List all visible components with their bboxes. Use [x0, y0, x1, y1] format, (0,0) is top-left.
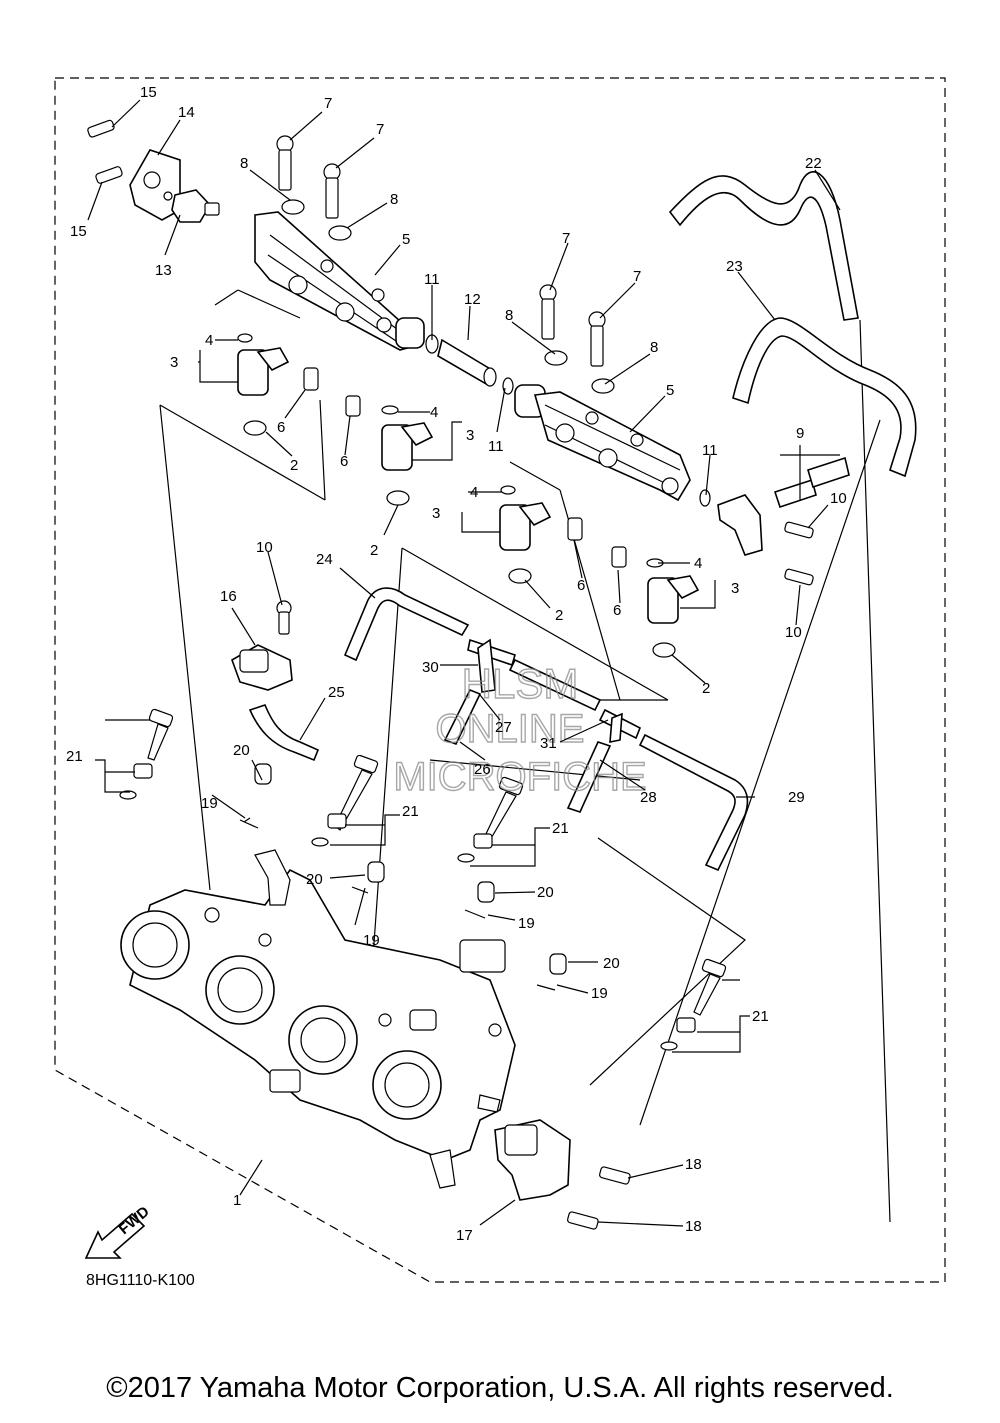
callout: 10: [785, 624, 802, 641]
callout: 2: [555, 607, 563, 624]
callout: 28: [640, 789, 657, 806]
callout: 2: [370, 542, 378, 559]
injector-group-bracket-right: [369, 461, 669, 1001]
assembly-boundary-dashed: [54, 77, 946, 1283]
callout: 31: [540, 735, 557, 752]
callout: 19: [591, 985, 608, 1002]
callout: 22: [805, 155, 822, 172]
callout: 27: [495, 719, 512, 736]
joint-pipe-12: [425, 334, 514, 395]
injector-group-bracket-left: [159, 289, 326, 891]
hose-25: [248, 704, 320, 762]
callout: 4: [694, 555, 702, 572]
callout: 20: [306, 871, 323, 888]
callout: 14: [178, 104, 195, 121]
callout: 11: [702, 442, 718, 459]
callout: 6: [277, 419, 285, 436]
fuel-rail-upper: [254, 211, 425, 351]
leader-lines: [87, 99, 841, 1227]
callout: 5: [402, 231, 410, 248]
callout-labels: 15 14 15 13 7 7 8 8 5 11 12 4 3 6 2 6 4 …: [66, 84, 847, 1244]
watermark-line1: HLSM: [462, 660, 579, 707]
callout: 4: [205, 332, 213, 349]
callout: 17: [456, 1227, 473, 1244]
fwd-arrow-icon: FWD: [84, 1203, 153, 1259]
callout: 6: [613, 602, 621, 619]
callout: 19: [518, 915, 535, 932]
callout: 19: [201, 795, 218, 812]
watermark-line3: MICROFICHE: [393, 755, 646, 799]
callout: 10: [830, 490, 847, 507]
callout: 4: [470, 484, 478, 501]
callout: 25: [328, 684, 345, 701]
callout: 15: [140, 84, 157, 101]
hose-24: [343, 587, 470, 662]
callout: 20: [233, 742, 250, 759]
callout: 21: [66, 748, 83, 765]
callout: 7: [376, 121, 384, 138]
callout: 6: [577, 577, 585, 594]
callout: 26: [474, 761, 491, 778]
callout: 6: [340, 453, 348, 470]
callout: 8: [390, 191, 398, 208]
callout: 2: [702, 680, 710, 697]
callout: 20: [537, 884, 554, 901]
callout: 7: [633, 268, 641, 285]
callout: 12: [464, 291, 481, 308]
adjuster-screw-set-21: [119, 708, 727, 1051]
sensor-16: [231, 600, 293, 691]
hose-22-23: [668, 171, 917, 478]
callout: 15: [70, 223, 87, 240]
copyright-notice: ©2017 Yamaha Motor Corporation, U.S.A. A…: [106, 1372, 894, 1404]
callout: 1: [233, 1192, 241, 1209]
callout: 7: [562, 230, 570, 247]
callout: 2: [290, 457, 298, 474]
callout: 7: [324, 95, 332, 112]
watermark-line2: ONLINE: [436, 707, 585, 751]
callout: 3: [432, 505, 440, 522]
callout: 11: [424, 271, 440, 288]
caps-20-clips-19: [239, 763, 567, 991]
callout: 16: [220, 588, 237, 605]
callout: 18: [685, 1156, 702, 1173]
fitting-30-27: [443, 638, 602, 745]
bolt-7-upper: [276, 135, 352, 241]
callout: 8: [505, 307, 513, 324]
callout: 13: [155, 262, 172, 279]
pressure-regulator-group: [87, 119, 220, 223]
sensor-17-bolts-18: [494, 1119, 631, 1230]
fuel-rail-lower: [514, 384, 691, 502]
diagram-code: 8HG1110-K100: [86, 1272, 195, 1289]
injector-group-right: [499, 485, 700, 658]
callout: 21: [752, 1008, 769, 1025]
callout: 11: [488, 438, 504, 455]
callout: 8: [240, 155, 248, 172]
callout: 10: [256, 539, 273, 556]
throttle-body-assembly: [120, 849, 516, 1189]
callout: 3: [466, 427, 474, 444]
callout: 24: [316, 551, 333, 568]
callout: 5: [666, 382, 674, 399]
watermark: HLSM ONLINE MICROFICHE: [393, 659, 648, 799]
hose-29: [638, 733, 749, 872]
callout: 21: [402, 803, 419, 820]
callout: 3: [731, 580, 739, 597]
injector-group-left: [237, 333, 434, 506]
callout: 29: [788, 789, 805, 806]
callout: 23: [726, 258, 743, 275]
callout: 20: [603, 955, 620, 972]
callout: 8: [650, 339, 658, 356]
fitting-9-group: [699, 456, 850, 586]
bolt-7-lower: [539, 284, 615, 394]
callout: 18: [685, 1218, 702, 1235]
callout: 19: [363, 932, 380, 949]
callout: 9: [796, 425, 804, 442]
fitting-31-28: [566, 708, 642, 813]
hose-group-bracket: [429, 319, 891, 1223]
callout: 4: [430, 404, 438, 421]
callout: 3: [170, 354, 178, 371]
callout: 21: [552, 820, 569, 837]
callout: 30: [422, 659, 439, 676]
